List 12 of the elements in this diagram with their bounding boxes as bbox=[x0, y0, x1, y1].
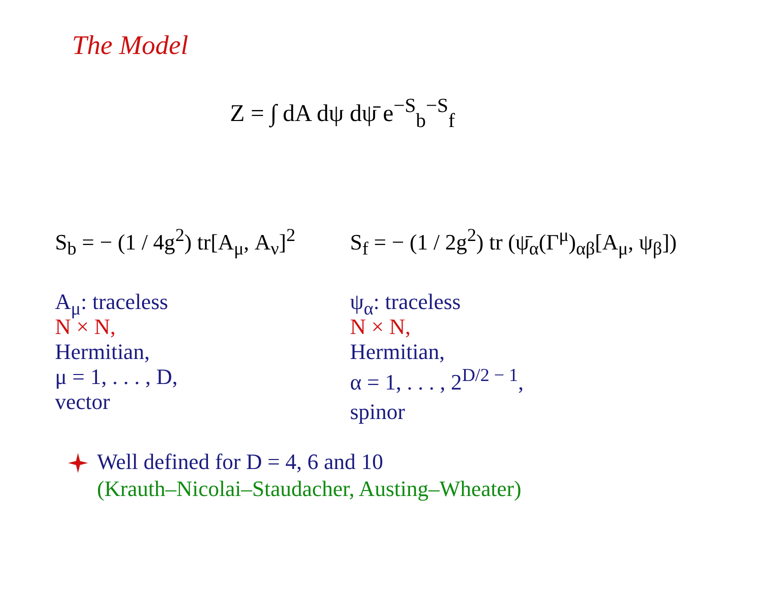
fermion-action-equation: S$_{f}$ = − (1 / 2g$^{2}$) tr (ψ̄$_{α}$(Γ$^{μ}$)$_{αβ}$[A$_{μ}$, ψ$_{β}$]) bbox=[350, 225, 677, 259]
reference-text: (Krauth–Nicolai–Staudacher, Austing–Wheater) bbox=[97, 477, 522, 502]
field-property: vector bbox=[55, 390, 110, 414]
field-property: α = 1, . . . , 2$^{D/2 − 1}$, bbox=[350, 365, 524, 395]
field-property: A$_{μ}$: traceless bbox=[55, 290, 168, 319]
slide-title: The Model bbox=[72, 30, 188, 61]
field-property: spinor bbox=[350, 400, 405, 424]
field-property: μ = 1, . . . , D, bbox=[55, 365, 178, 390]
field-property: Hermitian, bbox=[350, 340, 445, 364]
bullet-text: Well defined for D = 4, 6 and 10 bbox=[97, 450, 384, 474]
field-property: Hermitian, bbox=[55, 340, 150, 364]
boson-action-equation: S$_{b}$ = − (1 / 4g$^{2}$) tr[A$_{μ}$, A$_{ν}$]$^{2}$ bbox=[55, 225, 296, 259]
